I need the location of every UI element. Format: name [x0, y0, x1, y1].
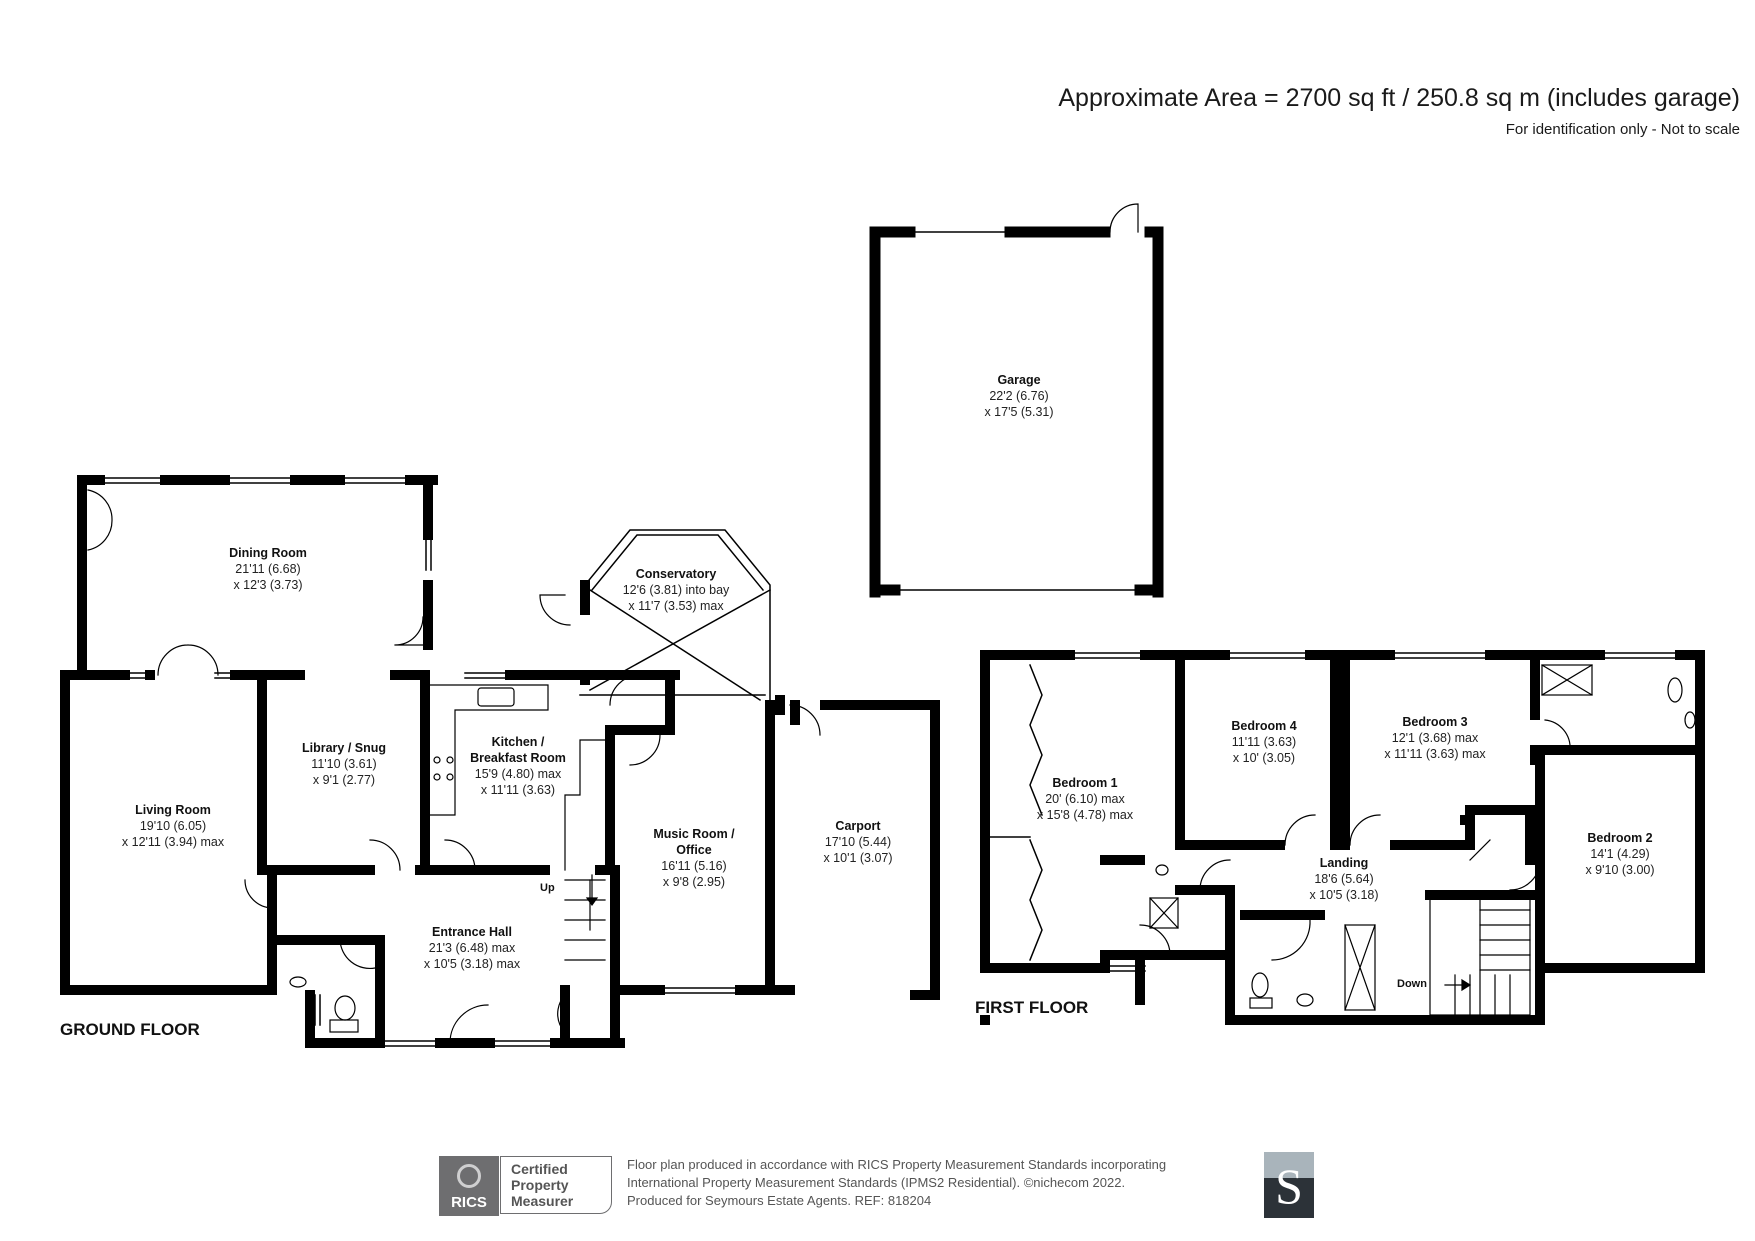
footer-disclaimer: Floor plan produced in accordance with R… [627, 1157, 1167, 1208]
stairs-down-label: Down [1397, 978, 1427, 990]
room-label-library: Library / Snug 11'10 (3.61) x 9'1 (2.77) [301, 741, 387, 787]
first-floor-walls [980, 650, 1705, 1025]
room-label-bedroom-1: Bedroom 1 20' (6.10) max x 15'8 (4.78) m… [1036, 776, 1134, 822]
ground-floor-walls [60, 475, 940, 1048]
rics-lion-icon [457, 1164, 481, 1188]
stairs-up-label: Up [540, 882, 555, 894]
room-label-bedroom-3: Bedroom 3 12'1 (3.68) max x 11'11 (3.63)… [1384, 715, 1486, 761]
seymours-logo: S [1264, 1152, 1314, 1218]
room-label-dining: Dining Room 21'11 (6.68) x 12'3 (3.73) [229, 546, 307, 592]
certified-property-measurer-badge: Certified Property Measurer [500, 1156, 612, 1214]
first-floor-title: FIRST FLOOR [975, 998, 1089, 1017]
approximate-area-title: Approximate Area = 2700 sq ft / 250.8 sq… [1058, 84, 1740, 112]
room-label-kitchen: Kitchen / Breakfast Room 15'9 (4.80) max… [470, 735, 566, 797]
room-label-landing: Landing 18'6 (5.64) x 10'5 (3.18) [1309, 856, 1379, 902]
room-label-entrance-hall: Entrance Hall 21'3 (6.48) max x 10'5 (3.… [423, 925, 521, 971]
room-label-music: Music Room / Office 16'11 (5.16) x 9'8 (… [653, 827, 735, 889]
rics-logo: RICS [439, 1156, 499, 1216]
garage-walls [869, 226, 1164, 598]
room-label-conservatory: Conservatory 12'6 (3.81) into bay x 11'7… [622, 567, 730, 613]
room-label-bedroom-4: Bedroom 4 11'11 (3.63) x 10' (3.05) [1231, 719, 1297, 765]
not-to-scale-note: For identification only - Not to scale [1505, 121, 1740, 138]
room-label-bedroom-2: Bedroom 2 14'1 (4.29) x 9'10 (3.00) [1585, 831, 1655, 877]
room-label-garage: Garage 22'2 (6.76) x 17'5 (5.31) [984, 373, 1054, 419]
ground-floor-title: GROUND FLOOR [60, 1020, 200, 1039]
room-label-living: Living Room 19'10 (6.05) x 12'11 (3.94) … [121, 803, 225, 849]
room-label-carport: Carport 17'10 (5.44) x 10'1 (3.07) [823, 819, 893, 865]
